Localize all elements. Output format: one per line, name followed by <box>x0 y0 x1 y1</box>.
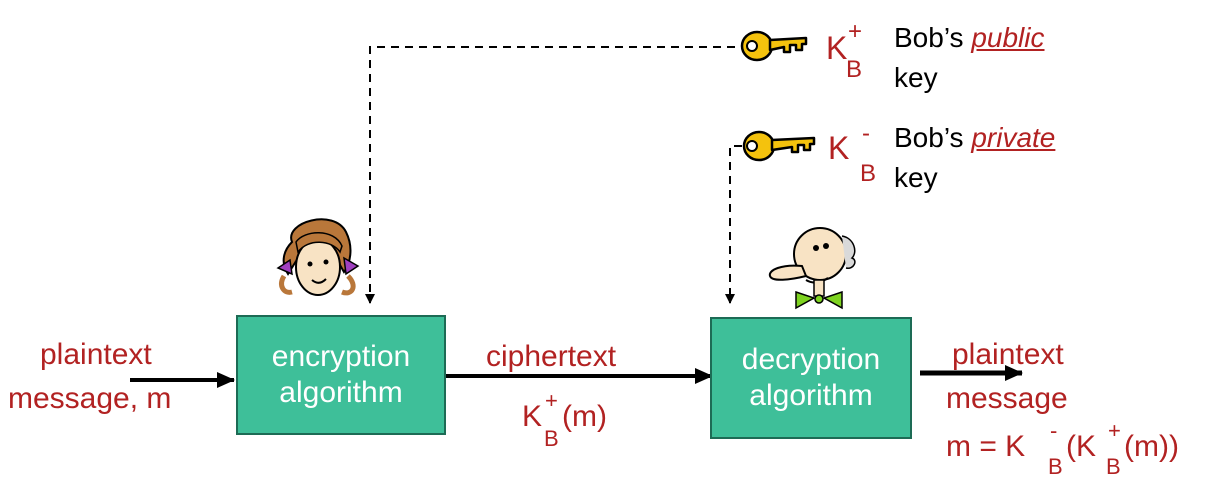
private-key-sup: - <box>862 120 870 147</box>
ciphertext-arg: (m) <box>562 400 607 433</box>
private-key-k: K <box>828 130 850 166</box>
ciphertext-k: K <box>522 400 543 433</box>
encryption-box-line1: encryption <box>271 340 411 373</box>
encryption-algorithm-box: encryption algorithm <box>236 315 446 435</box>
bob-avatar-icon <box>768 227 856 310</box>
ciphertext-sub: B <box>544 426 559 451</box>
public-key-sup: + <box>848 18 863 45</box>
private-key-symbol: K <box>828 132 849 164</box>
private-key-desc-prefix: Bob’s <box>894 122 972 153</box>
private-key-dashed-arrow <box>725 145 742 304</box>
output-formula-paren-open: (K <box>1066 430 1096 463</box>
private-key-desc-emphasis: private <box>971 122 1056 153</box>
private-key-sub: B <box>860 160 877 187</box>
ciphertext-label: ciphertext <box>486 340 617 373</box>
public-key-dashed-arrow <box>365 46 735 304</box>
decryption-box-line1: decryption <box>741 343 881 376</box>
output-formula-sub2: B <box>1106 454 1121 479</box>
public-key-k: K <box>826 30 848 66</box>
output-formula-sup2: + <box>1108 418 1121 443</box>
input-label-line2: message, m <box>8 382 172 415</box>
ciphertext-sup: + <box>545 388 558 413</box>
public-key-desc-emphasis: public <box>971 22 1045 53</box>
output-formula-suffix: (m)) <box>1124 430 1179 463</box>
private-key-desc-line2: key <box>894 162 938 193</box>
decryption-box-line2: algorithm <box>749 379 873 412</box>
public-key-symbol: K <box>826 32 847 64</box>
output-formula-sup1: - <box>1050 418 1058 443</box>
output-label-line2: message <box>946 382 1068 415</box>
public-key-desc-line2: key <box>894 62 938 93</box>
output-label-line1: plaintext <box>952 338 1064 371</box>
public-key-sub: B <box>846 56 863 83</box>
public-key-desc-prefix: Bob’s <box>894 22 972 53</box>
private-key-description: Bob’s private <box>894 124 1055 152</box>
output-formula-prefix: m = K <box>946 430 1026 463</box>
encryption-box-line2: algorithm <box>279 376 403 409</box>
output-formula-sub1: B <box>1048 454 1063 479</box>
private-key-icon <box>742 130 816 162</box>
decryption-algorithm-box: decryption algorithm <box>710 317 912 439</box>
public-key-description: Bob’s public <box>894 24 1045 52</box>
public-key-icon <box>740 30 808 62</box>
input-label-line1: plaintext <box>40 338 152 371</box>
alice-avatar-icon <box>276 218 360 296</box>
